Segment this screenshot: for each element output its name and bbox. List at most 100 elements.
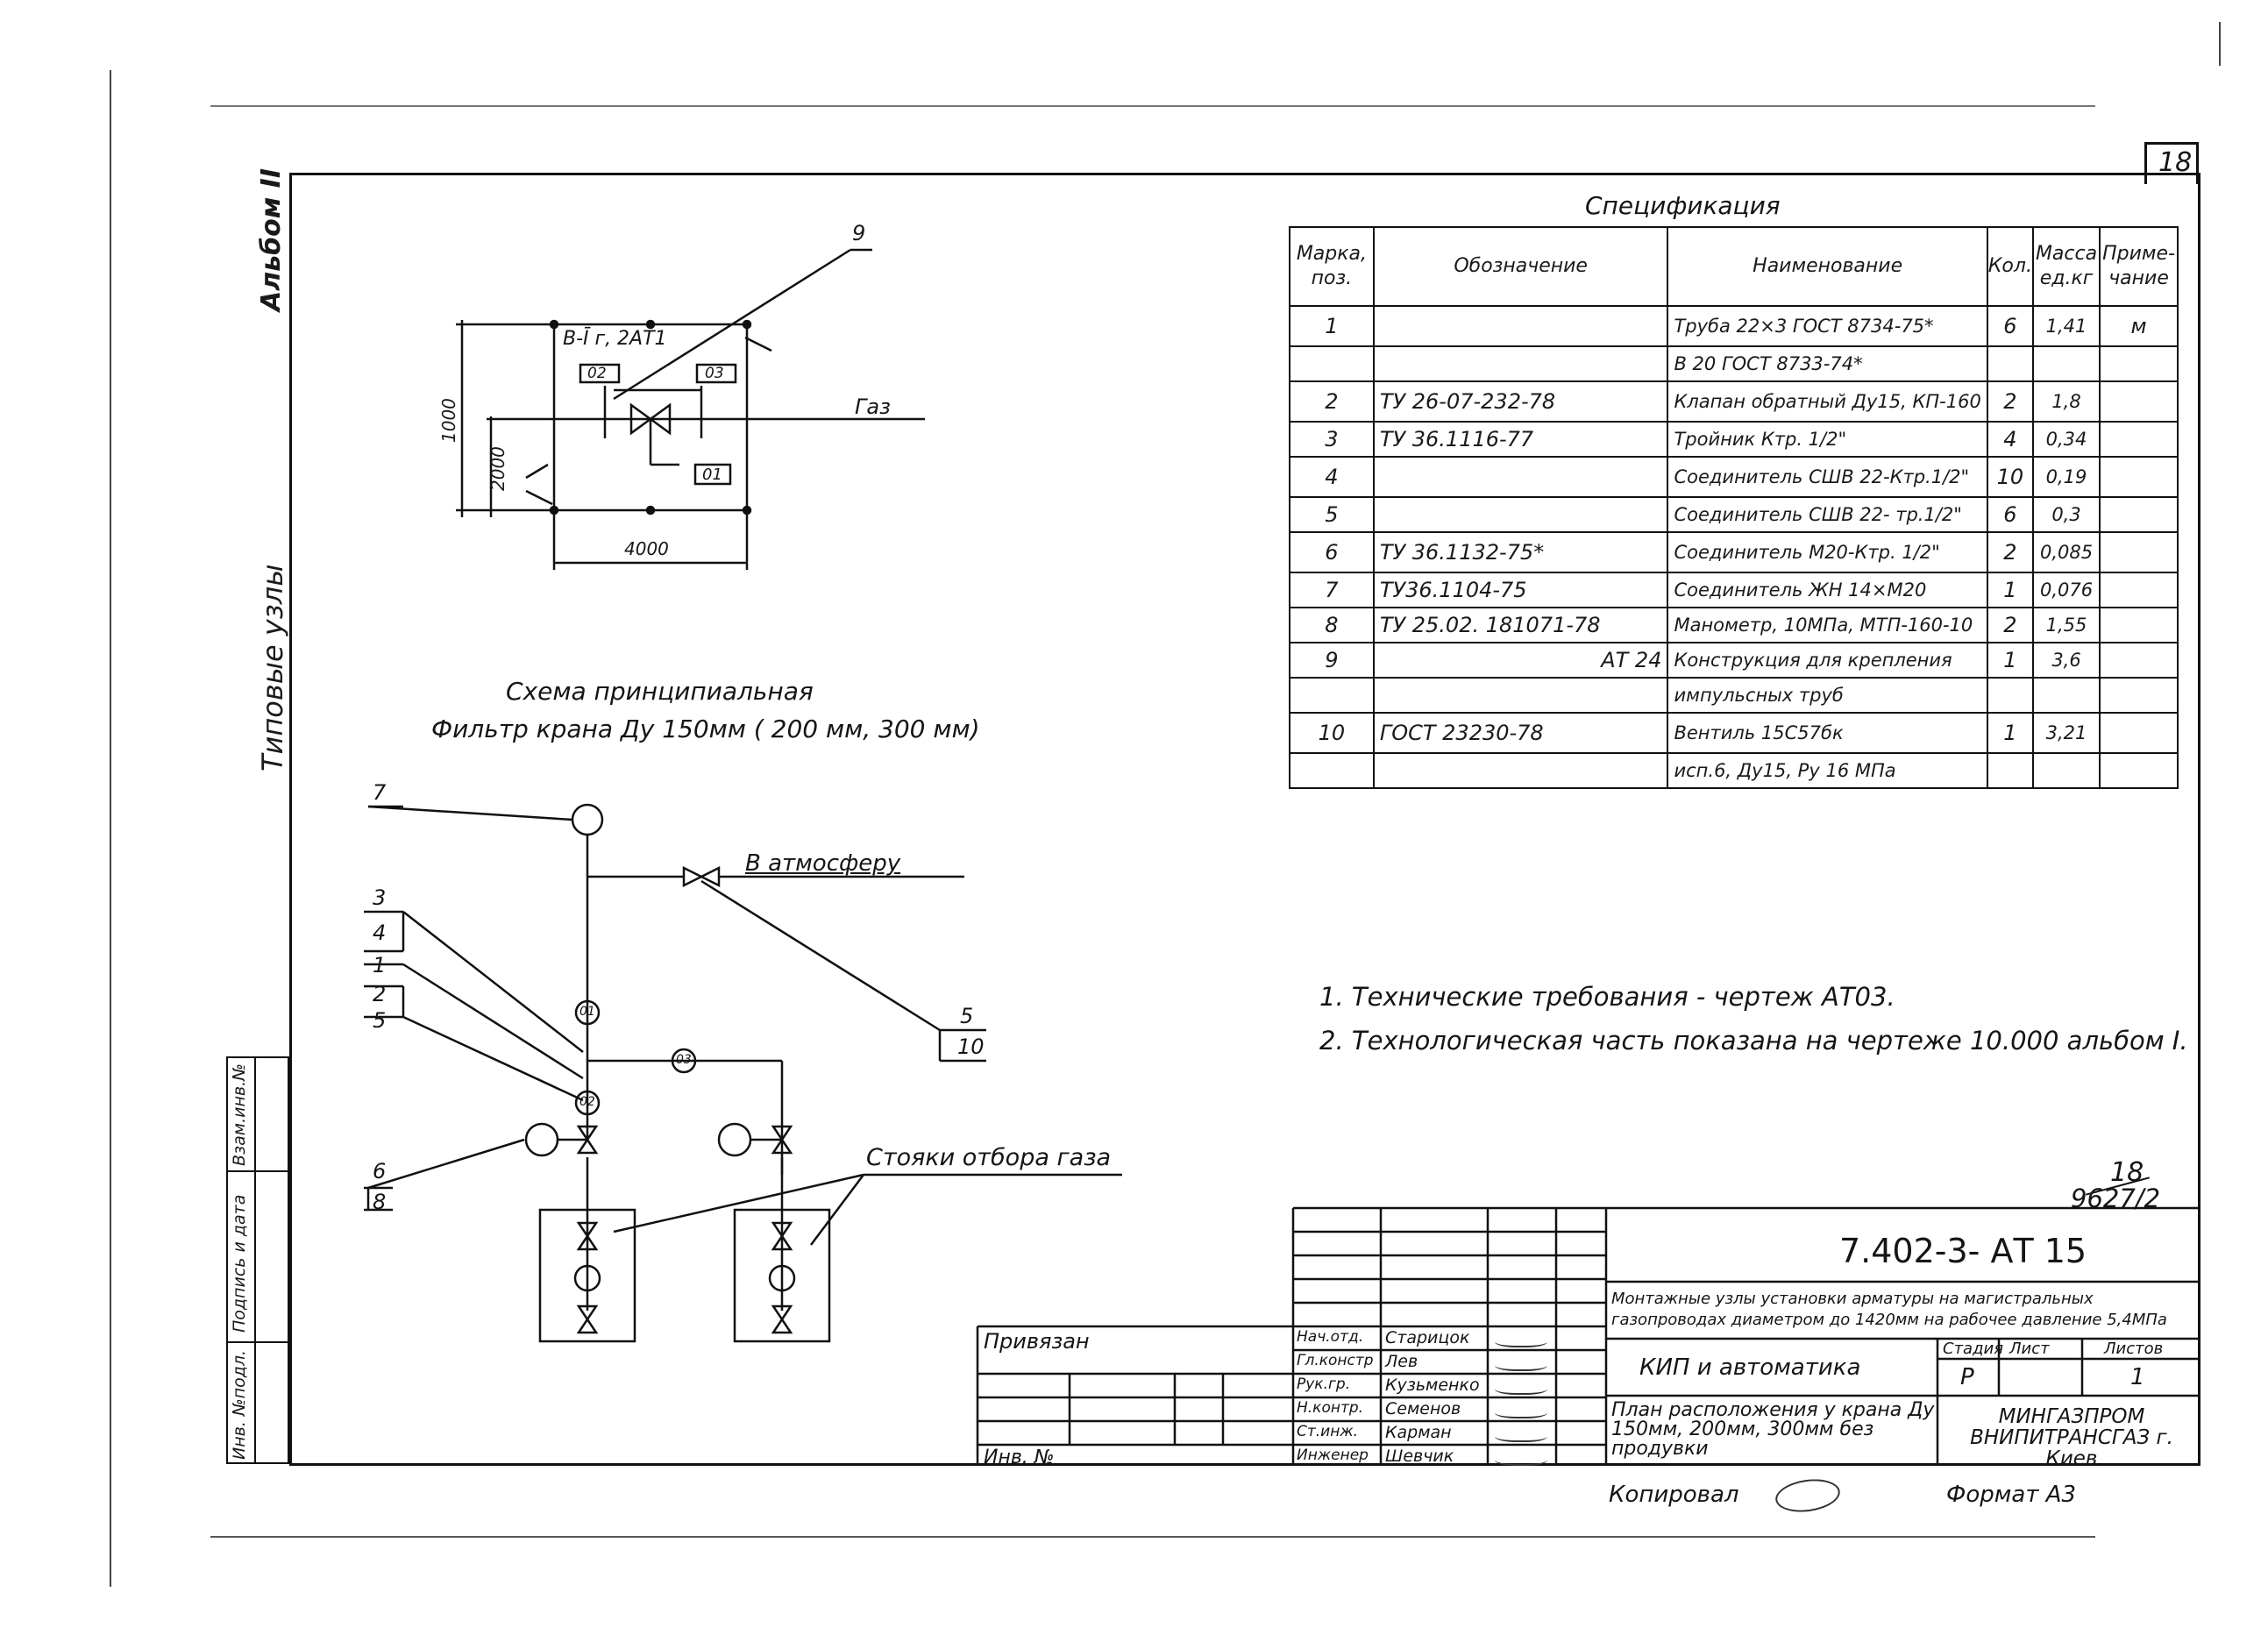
caption-line2: Фильтр крана Ду 150мм ( 200 мм, 300 мм): [431, 714, 980, 743]
spec-cell: Тройник Ктр. 1/2": [1667, 421, 1988, 458]
spec-cell: 2: [1289, 380, 1375, 423]
spec-cell: 3,6: [2031, 642, 2101, 679]
title-role: Нач.отд.: [1297, 1328, 1364, 1346]
title-role: Гл.констр: [1297, 1352, 1374, 1369]
spec-cell: 10: [1289, 712, 1375, 754]
spec-cell: [1289, 345, 1375, 382]
title-name: Кузьменко: [1385, 1376, 1480, 1395]
scheme1-label-bi: В-Ī г, 2АТ1: [563, 328, 667, 350]
spec-cell: ТУ 36.1116-77: [1372, 421, 1669, 458]
spec-cell: 3: [1289, 421, 1375, 458]
spec-cell: 6: [1986, 305, 2034, 347]
spec-cell: 1,55: [2031, 607, 2101, 643]
signature-icon: [1495, 1357, 1547, 1371]
spec-cell: [2099, 531, 2179, 573]
spec-cell: [2099, 496, 2179, 533]
spec-header-note: Приме- чание: [2099, 226, 2179, 307]
spec-cell: 4: [1986, 421, 2034, 458]
title-role: Н.контр.: [1297, 1399, 1364, 1417]
privyazan-label: Привязан: [984, 1329, 1090, 1354]
spec-row: исп.6, Ду15, Ру 16 МПа: [1289, 752, 2179, 789]
title-name: Шевчик: [1385, 1447, 1454, 1466]
spec-cell: [1289, 752, 1375, 789]
side-stamp: [226, 1056, 289, 1464]
spec-cell: ТУ 25.02. 181071-78: [1372, 607, 1669, 643]
leader-8: 8: [373, 1190, 387, 1214]
copied-label: Копировал: [1609, 1482, 1739, 1508]
spec-cell: Манометр, 10МПа, МТП-160-10: [1667, 607, 1988, 643]
spec-cell: [2031, 677, 2101, 714]
spec-cell: Клапан обратный Ду15, КП-160: [1667, 380, 1988, 423]
spec-table: Марка, поз. Обозначение Наименование Кол…: [1289, 226, 2179, 789]
leader-7: 7: [373, 780, 387, 805]
note-1: 1. Технические требования - чертеж АТ03.: [1319, 982, 1895, 1012]
spec-cell: [1986, 752, 2034, 789]
spec-cell: [1372, 496, 1669, 533]
spec-cell: Соединитель М20-Ктр. 1/2": [1667, 531, 1988, 573]
leader-6: 6: [373, 1159, 387, 1184]
spec-cell: ТУ 36.1132-75*: [1372, 531, 1669, 573]
title-role: Инженер: [1297, 1447, 1369, 1464]
title-name: Карман: [1385, 1423, 1452, 1442]
spec-cell: Соединитель СШВ 22- тр.1/2": [1667, 496, 1988, 533]
spec-header-name: Наименование: [1667, 226, 1988, 307]
spec-row: импульсных труб: [1289, 677, 2179, 714]
spec-cell: ТУ 26-07-232-78: [1372, 380, 1669, 423]
title-stage-header: Стадия: [1943, 1340, 2004, 1358]
spec-cell: [2099, 456, 2179, 498]
spec-cell: 0,085: [2031, 531, 2101, 573]
riser-box-right: [733, 1208, 831, 1343]
spec-cell: 8: [1289, 607, 1375, 643]
spec-cell: [2099, 380, 2179, 423]
leader-3: 3: [373, 885, 387, 910]
spec-cell: 5: [1289, 496, 1375, 533]
spec-cell: 0,34: [2031, 421, 2101, 458]
spec-cell: 4: [1289, 456, 1375, 498]
title-description: Монтажные узлы установки арматуры на маг…: [1611, 1290, 2167, 1329]
spec-row: В 20 ГОСТ 8733-74*: [1289, 345, 2179, 382]
to-atmosphere-label: В атмосферу: [745, 850, 901, 877]
sheet-number-box: [2144, 142, 2199, 184]
title-organization: МИНГАЗПРОМ ВНИПИТРАНСГАЗ г. Киев: [1970, 1405, 2173, 1470]
spec-header-mass: Масса ед.кг: [2031, 226, 2101, 307]
title-code: 7.402-3- АТ 15: [1839, 1232, 2087, 1270]
title-name: Старицок: [1385, 1328, 1470, 1347]
title-plan: План расположения у крана Ду 150мм, 200м…: [1611, 1399, 1935, 1460]
inv-number-label: Инв. №: [984, 1447, 1055, 1468]
title-section: КИП и автоматика: [1639, 1354, 1861, 1381]
spec-cell: [1372, 677, 1669, 714]
caption-line1: Схема принципиальная: [506, 677, 814, 706]
spec-cell: 0,3: [2031, 496, 2101, 533]
signature-icon: [1495, 1333, 1547, 1347]
spec-cell: 10: [1986, 456, 2034, 498]
spec-cell: м: [2099, 305, 2179, 347]
spec-cell: [1986, 345, 2034, 382]
spec-cell: 7: [1289, 572, 1375, 608]
scheme2-tag-03: 03: [676, 1053, 692, 1067]
spec-cell: ГОСТ 23230-78: [1372, 712, 1669, 754]
spec-cell: Вентиль 15С57бк: [1667, 712, 1988, 754]
right-edge-line: [2219, 22, 2221, 66]
title-sheet-value: 1: [2130, 1364, 2145, 1390]
signature-icon: [1495, 1428, 1547, 1442]
side-stamp-divider: [254, 1056, 256, 1464]
scheme2-tag-02: 02: [579, 1095, 595, 1109]
spec-cell: ТУ36.1104-75: [1372, 572, 1669, 608]
signature-icon: [1495, 1404, 1547, 1418]
leader-4: 4: [373, 921, 387, 945]
spec-cell: импульсных труб: [1667, 677, 1988, 714]
spec-cell: [2099, 607, 2179, 643]
side-stamp-hline-2: [226, 1341, 289, 1343]
spec-cell: 3,21: [2031, 712, 2101, 754]
spec-cell: [1289, 677, 1375, 714]
spec-header-qty: Кол.: [1986, 226, 2034, 307]
spec-cell: 1,41: [2031, 305, 2101, 347]
